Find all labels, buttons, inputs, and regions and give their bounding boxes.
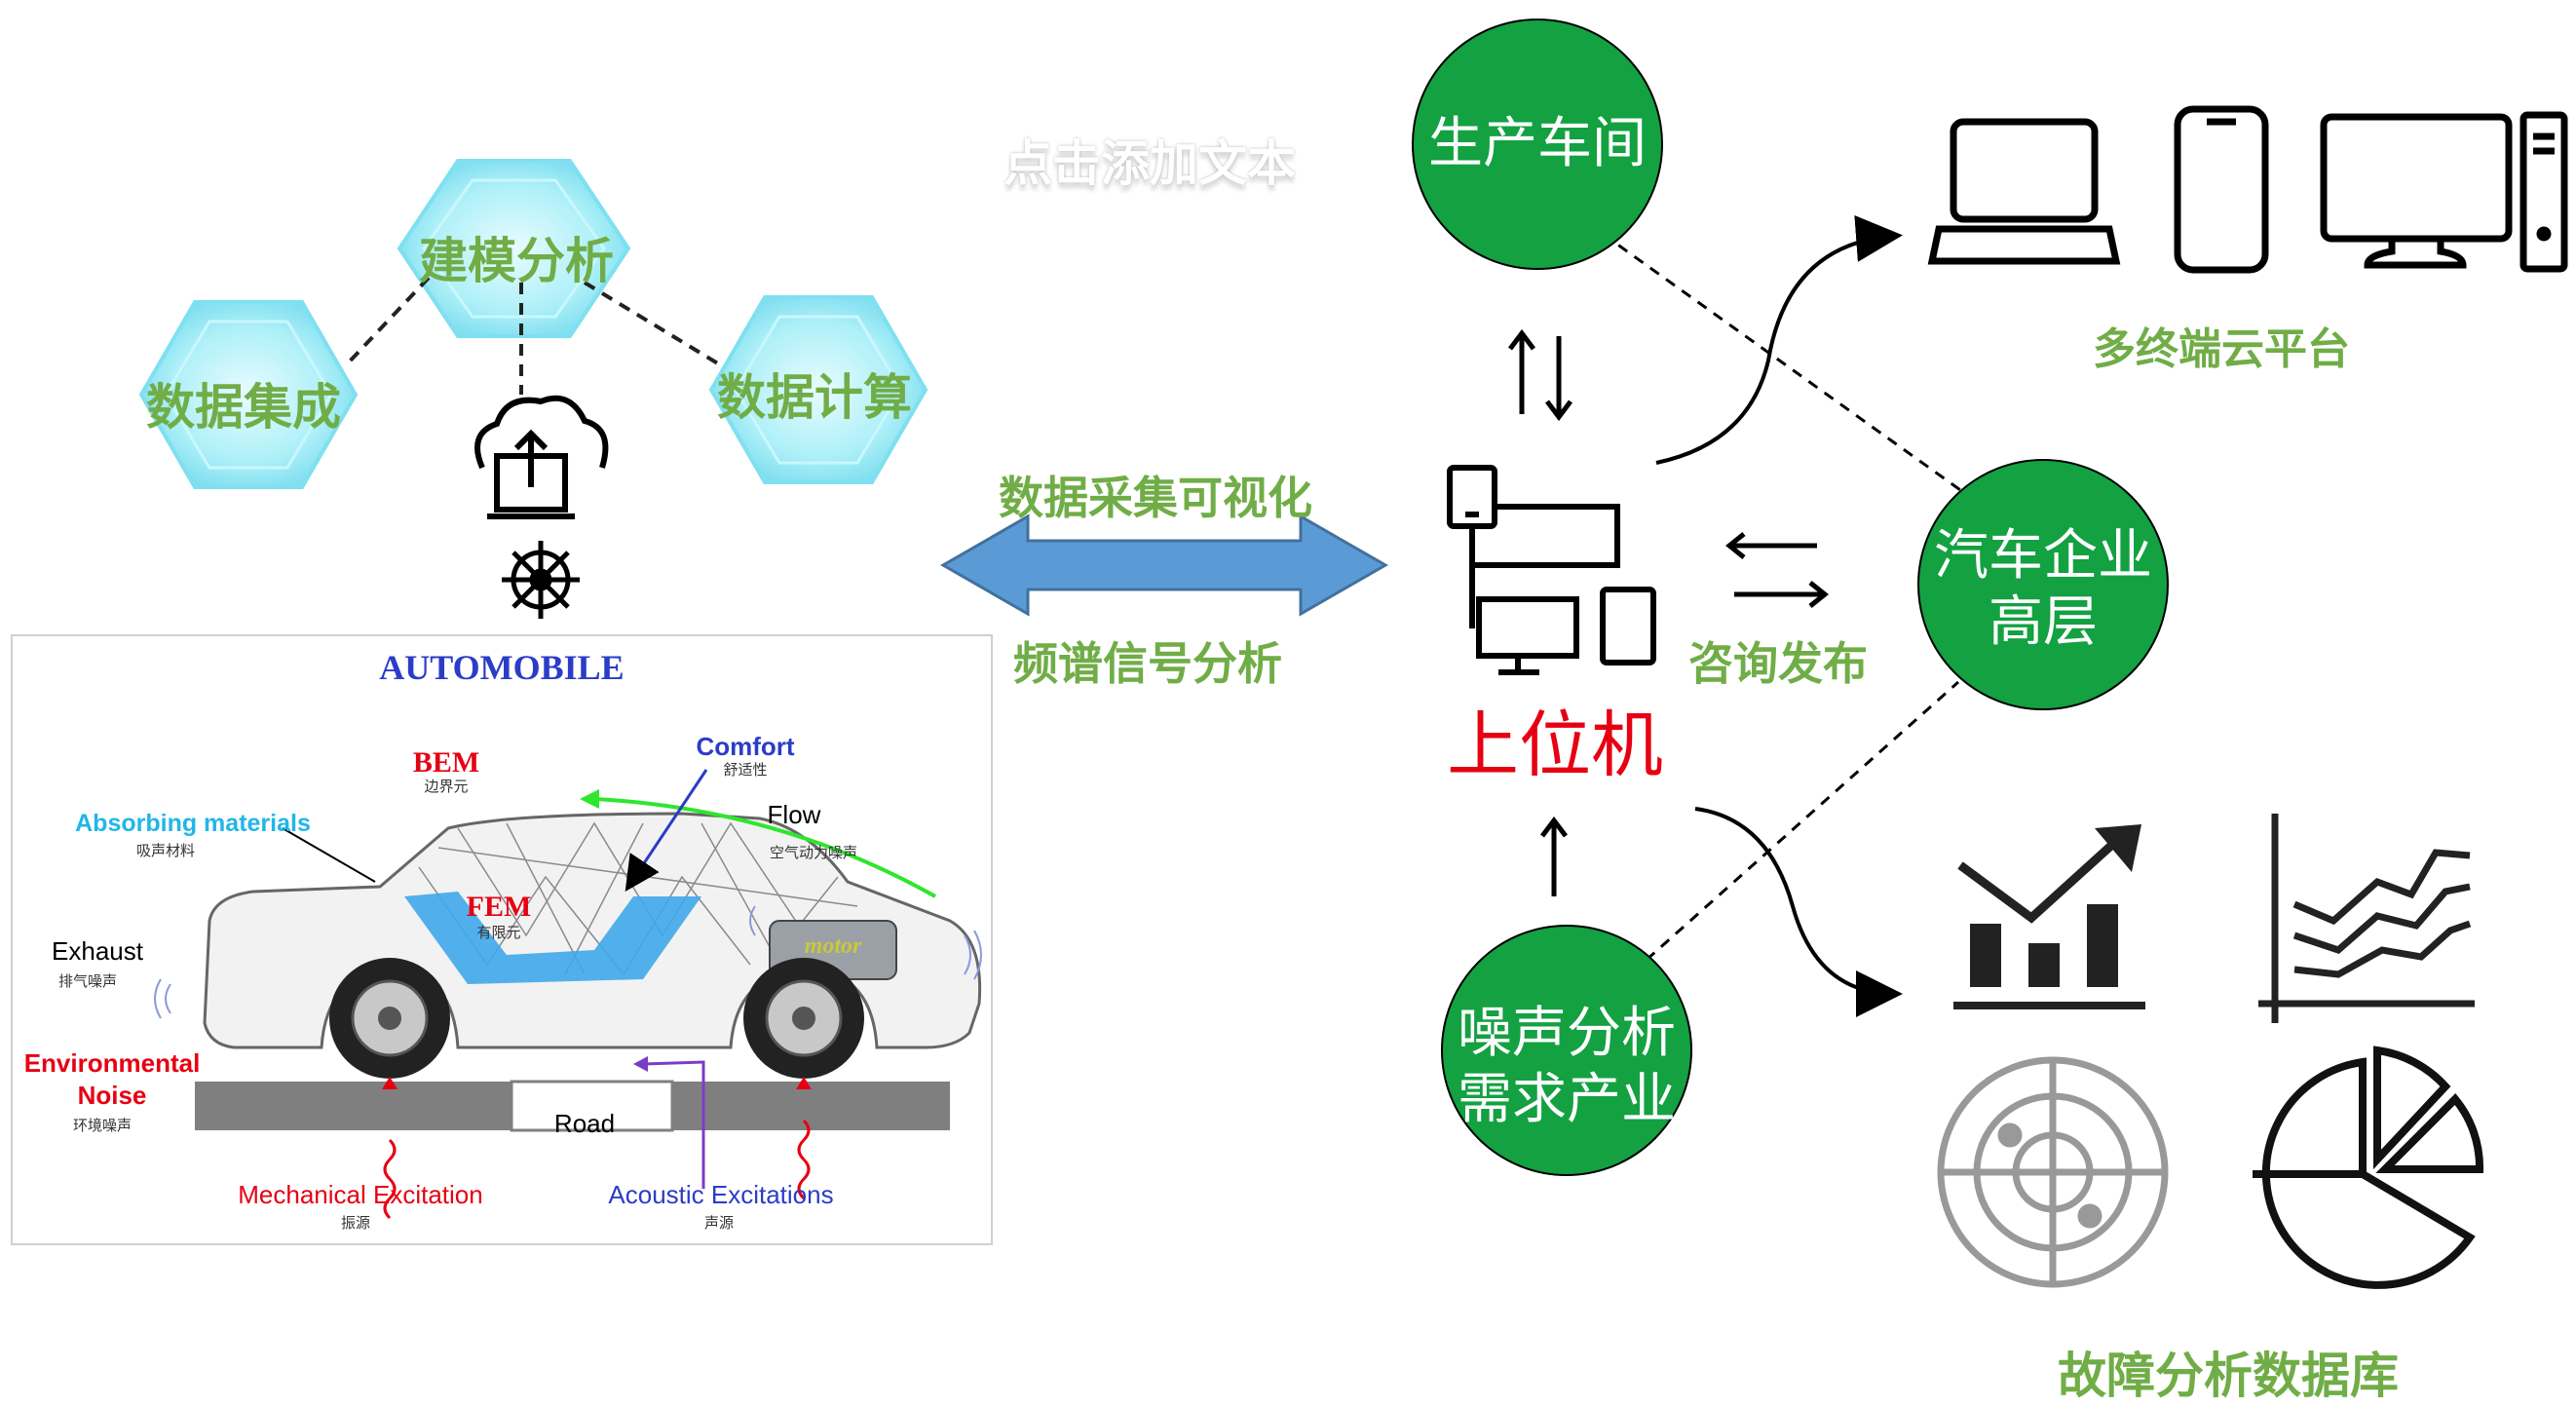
flow-cn-label: 空气动力噪声 bbox=[770, 844, 857, 861]
motor-label: motor bbox=[805, 933, 862, 959]
hex-label-modeling: 建模分析 bbox=[419, 233, 614, 289]
fem-cn-label: 有限元 bbox=[476, 924, 520, 941]
host-label: 上位机 bbox=[1447, 704, 1663, 787]
sound-waves bbox=[154, 905, 982, 1019]
fault-database-label: 故障分析数据库 bbox=[2058, 1348, 2399, 1404]
absorbing-cn-label: 吸声材料 bbox=[136, 842, 195, 859]
road-label: Road bbox=[554, 1109, 615, 1138]
dashed-noise-exec bbox=[1646, 680, 1959, 962]
bem-label: BEM bbox=[413, 746, 479, 779]
node-workshop-label: 生产车间 bbox=[1428, 112, 1647, 175]
pie-chart-icon bbox=[2253, 1046, 2484, 1289]
front-wheel bbox=[329, 958, 450, 1079]
automobile-panel: AUTOMOBILE BEM 边界元 Comfort 舒适性 Absorbing… bbox=[11, 634, 993, 1245]
arrow-label-spectrum: 频谱信号分析 bbox=[1013, 637, 1282, 690]
rear-wheel bbox=[743, 958, 864, 1079]
cloud-upload-icon bbox=[474, 395, 609, 519]
hex-label-integration: 数据集成 bbox=[146, 379, 341, 436]
env-label-1: Environmental bbox=[24, 1048, 201, 1078]
fem-frame bbox=[404, 892, 701, 984]
node-noise bbox=[1441, 925, 1692, 1176]
node-executives-label-1: 汽车企业 bbox=[1934, 524, 2152, 588]
exhaust-cn-label: 排气噪声 bbox=[58, 972, 117, 990]
automobile-title: AUTOMOBILE bbox=[379, 648, 624, 687]
hex-connectors bbox=[344, 276, 723, 395]
radar-icon bbox=[1937, 1056, 2169, 1288]
comfort-cn-label: 舒适性 bbox=[723, 761, 767, 779]
comfort-label: Comfort bbox=[696, 732, 794, 761]
node-executives bbox=[1917, 459, 2169, 710]
bem-cn-label: 边界元 bbox=[424, 778, 468, 795]
exhaust-label: Exhaust bbox=[52, 936, 144, 966]
acoustic-label: Acoustic Excitations bbox=[608, 1180, 833, 1209]
laptop-icon bbox=[1927, 118, 2121, 265]
curve-arrow-up bbox=[1655, 214, 1903, 465]
fem-label: FEM bbox=[467, 891, 532, 923]
node-noise-label-1: 噪声分析 bbox=[1458, 1002, 1676, 1065]
flow-arrow bbox=[593, 797, 936, 898]
flow-label: Flow bbox=[768, 800, 821, 829]
cloud-platform-label: 多终端云平台 bbox=[2093, 324, 2350, 374]
hexagon-modeling bbox=[397, 159, 631, 338]
consult-label: 咨询发布 bbox=[1688, 637, 1868, 690]
phone-icon bbox=[2174, 105, 2269, 274]
desktop-icon bbox=[2320, 111, 2568, 273]
trend-chart-icon bbox=[1953, 824, 2145, 1009]
ship-wheel-icon bbox=[502, 541, 580, 619]
host-computer-icon bbox=[1447, 465, 1656, 675]
curve-arrow-down bbox=[1694, 807, 1903, 1017]
placeholder-text[interactable]: 点击添加文本 bbox=[1004, 135, 1296, 192]
host-arrows bbox=[1508, 328, 1830, 896]
arrow-label-visualization: 数据采集可视化 bbox=[999, 472, 1312, 524]
node-noise-label-2: 需求产业 bbox=[1458, 1068, 1676, 1131]
env-label-2: Noise bbox=[78, 1081, 147, 1110]
node-workshop bbox=[1412, 19, 1663, 270]
hex-label-computing: 数据计算 bbox=[717, 369, 912, 426]
node-executives-label-2: 高层 bbox=[1989, 590, 2098, 654]
env-cn-label: 环境噪声 bbox=[73, 1117, 132, 1134]
double-arrow bbox=[939, 513, 1389, 617]
hexagon-integration bbox=[138, 300, 359, 489]
dashed-workshop-exec bbox=[1602, 232, 1964, 494]
absorbing-label: Absorbing materials bbox=[75, 810, 311, 837]
mech-label: Mechanical Excitation bbox=[238, 1180, 482, 1209]
hexagon-computing bbox=[708, 295, 928, 484]
line-chart-icon bbox=[2258, 814, 2475, 1023]
acoustic-cn-label: 声源 bbox=[704, 1214, 734, 1232]
mech-cn-label: 振源 bbox=[341, 1214, 370, 1232]
